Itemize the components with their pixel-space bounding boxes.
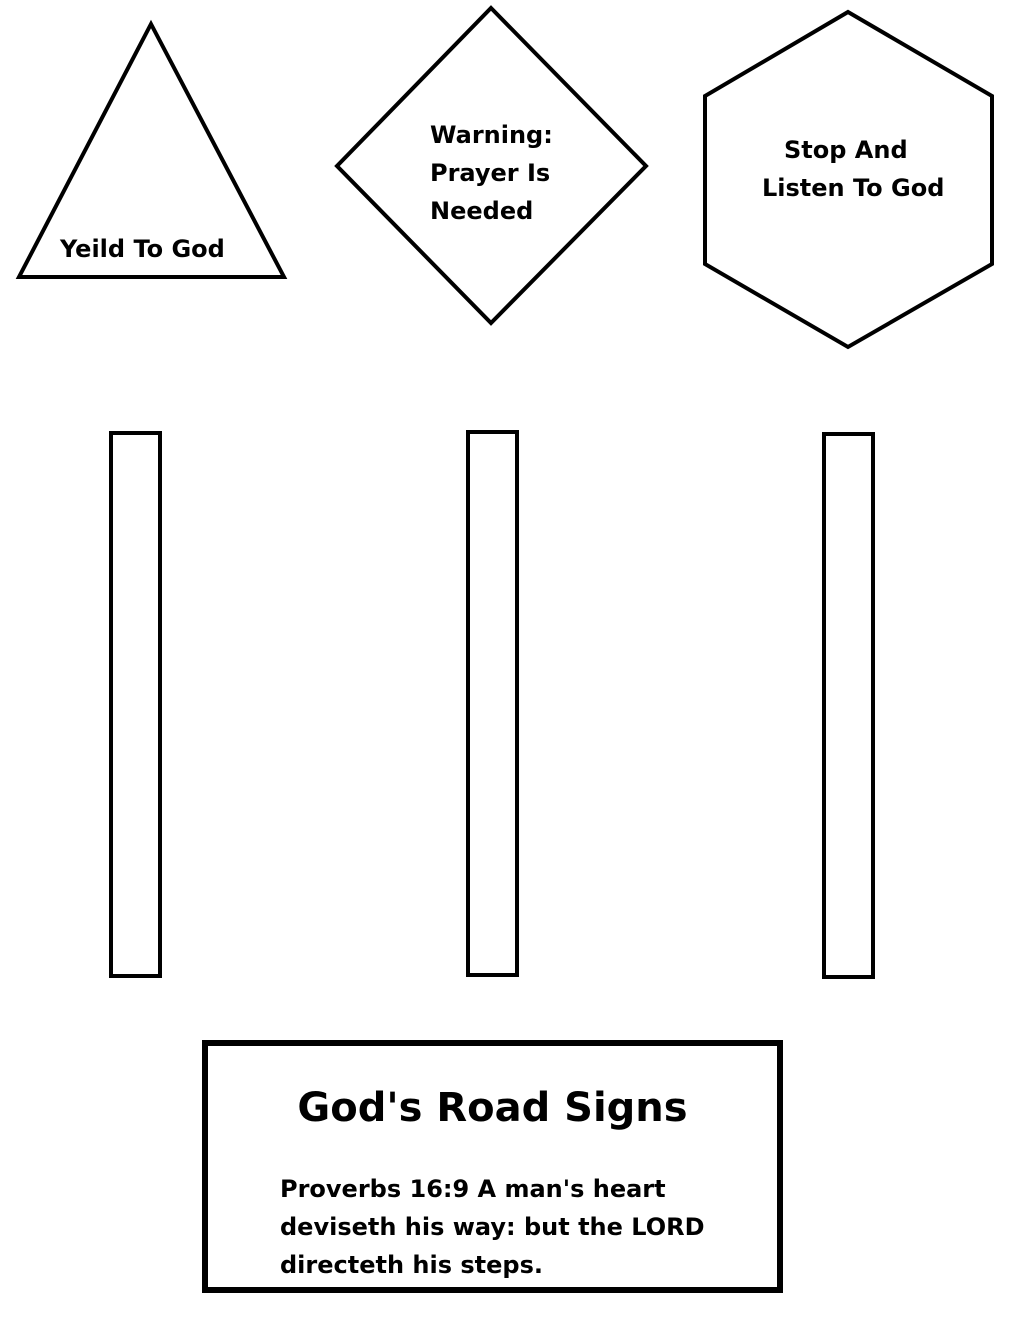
caption-box: God's Road Signs Proverbs 16:9 A man's h…	[202, 1040, 783, 1293]
warning-sign-line: Needed	[430, 197, 534, 225]
yield-sign-line: Yeild To God	[60, 235, 225, 263]
bible-verse: Proverbs 16:9 A man's heart deviseth his…	[280, 1170, 705, 1284]
yield-triangle-sign	[15, 19, 288, 279]
verse-line: directeth his steps.	[280, 1251, 543, 1279]
sign-post-center	[466, 430, 519, 977]
stop-sign-line: Stop And	[784, 136, 908, 164]
warning-sign-text: Warning: Prayer Is Needed	[430, 116, 553, 230]
stop-sign-text: Stop And Listen To God	[762, 131, 944, 207]
stop-sign-line: Listen To God	[762, 174, 945, 202]
stop-hexagon-sign	[703, 9, 994, 350]
yield-sign-text: Yeild To God	[60, 230, 225, 268]
sign-post-left	[109, 431, 162, 978]
verse-line: deviseth his way: but the LORD	[280, 1213, 705, 1241]
verse-line: Proverbs 16:9 A man's heart	[280, 1175, 666, 1203]
warning-diamond-sign	[334, 5, 649, 326]
sign-post-right	[822, 432, 875, 979]
warning-sign-line: Warning:	[430, 121, 553, 149]
page-title: God's Road Signs	[297, 1085, 688, 1131]
warning-sign-line: Prayer Is	[430, 159, 551, 187]
